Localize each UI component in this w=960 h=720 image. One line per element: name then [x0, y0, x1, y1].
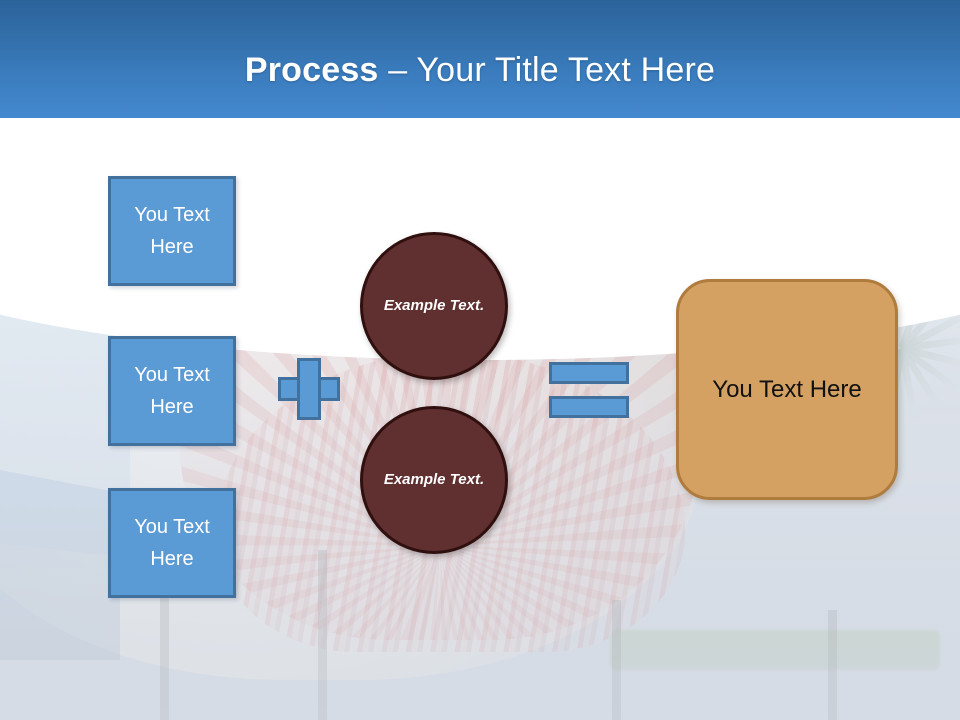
page-title: Process – Your Title Text Here — [0, 48, 960, 92]
plus-icon-center-fill — [300, 380, 318, 398]
input-box-1[interactable]: You Text Here — [108, 176, 236, 286]
input-box-2[interactable]: You Text Here — [108, 336, 236, 446]
plus-icon — [278, 358, 340, 420]
result-box[interactable]: You Text Here — [676, 279, 898, 500]
example-circle-1[interactable]: Example Text. — [360, 232, 508, 380]
example-circle-2[interactable]: Example Text. — [360, 406, 508, 554]
page-title-separator: – — [378, 51, 417, 89]
equals-icon — [549, 362, 629, 418]
page-title-bold: Process — [244, 51, 379, 89]
equals-icon-top-bar — [549, 362, 629, 384]
input-box-3[interactable]: You Text Here — [108, 488, 236, 598]
page-title-rest: Your Title Text Here — [416, 51, 716, 89]
equals-icon-bottom-bar — [549, 396, 629, 418]
header-gradient-band — [0, 0, 960, 118]
